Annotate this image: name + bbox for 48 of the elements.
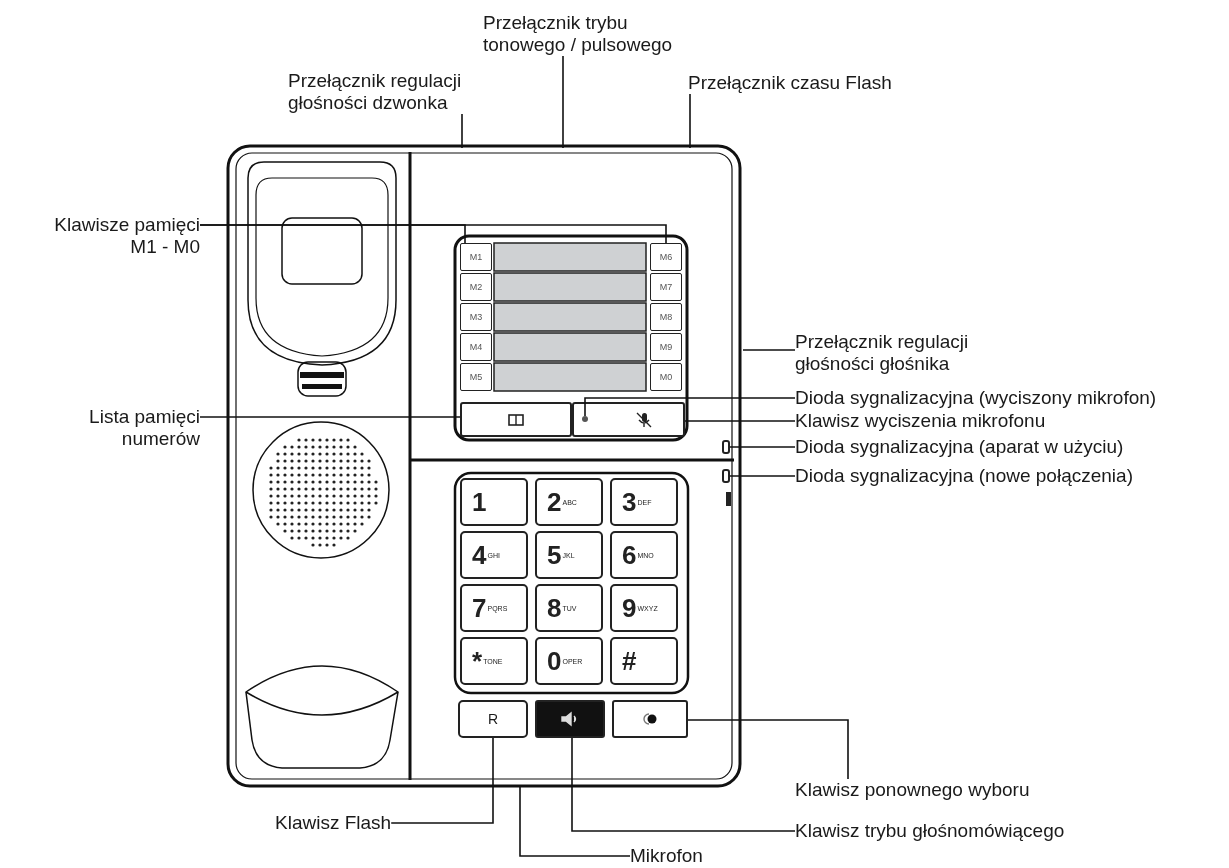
leader-line xyxy=(199,224,667,244)
callout-text: Klawisze pamięci M1 - M0 xyxy=(40,214,200,258)
memory-key: M5 xyxy=(460,363,492,391)
leader-line xyxy=(729,446,796,448)
led-icon xyxy=(722,440,730,454)
callout-text: Przełącznik regulacji głośności dzwonka xyxy=(288,70,466,114)
leader-line xyxy=(742,349,796,351)
speakerphone-key xyxy=(535,700,605,738)
leader-line xyxy=(199,416,461,418)
memory-key: M2 xyxy=(460,273,492,301)
memory-key: M3 xyxy=(460,303,492,331)
leader-line xyxy=(687,719,849,780)
leader-line xyxy=(584,397,796,417)
leader-line xyxy=(684,420,796,422)
callout-text: Dioda sygnalizacyjna (wyciszony mikrofon) xyxy=(795,387,1157,409)
memory-key: M9 xyxy=(650,333,682,361)
callout-text: Dioda sygnalizacyjna (aparat w użyciu) xyxy=(795,436,1124,458)
led-icon xyxy=(722,469,730,483)
leader-line xyxy=(562,55,564,149)
callout-text: Klawisz ponownego wyboru xyxy=(795,779,1030,801)
memory-key: M0 xyxy=(650,363,682,391)
callout-text: Klawisz wyciszenia mikrofonu xyxy=(795,410,1046,432)
memory-key: M4 xyxy=(460,333,492,361)
callout-text: Przełącznik czasu Flash xyxy=(688,72,892,94)
keypad-key: # xyxy=(610,637,678,685)
memory-key: M7 xyxy=(650,273,682,301)
led-icon xyxy=(582,416,588,422)
flash-key: R xyxy=(458,700,528,738)
memory-key: M8 xyxy=(650,303,682,331)
leader-line xyxy=(729,475,796,477)
keypad-key: 1 xyxy=(460,478,528,526)
callout-text: Dioda sygnalizacyjna (nowe połączenia) xyxy=(795,465,1133,487)
callout-text: Przełącznik trybu tonowego / pulsowego xyxy=(483,12,683,56)
leader-line xyxy=(519,785,631,857)
leader-line xyxy=(461,113,463,149)
memory-key: M1 xyxy=(460,243,492,271)
leader-line xyxy=(689,93,691,149)
callout-text: Klawisz Flash xyxy=(275,812,392,834)
leader-line xyxy=(390,737,494,824)
callout-text: Lista pamięci numerów xyxy=(40,406,200,450)
redial-key xyxy=(612,700,688,738)
mute-key xyxy=(572,402,685,437)
memory-key: M6 xyxy=(650,243,682,271)
leader-line xyxy=(571,737,796,832)
callout-text: Przełącznik regulacji głośności głośnika xyxy=(795,331,1025,375)
callout-text: Mikrofon xyxy=(630,845,703,867)
memory-list-key xyxy=(460,402,572,437)
callout-text: Klawisz trybu głośnomówiącego xyxy=(795,820,1065,842)
